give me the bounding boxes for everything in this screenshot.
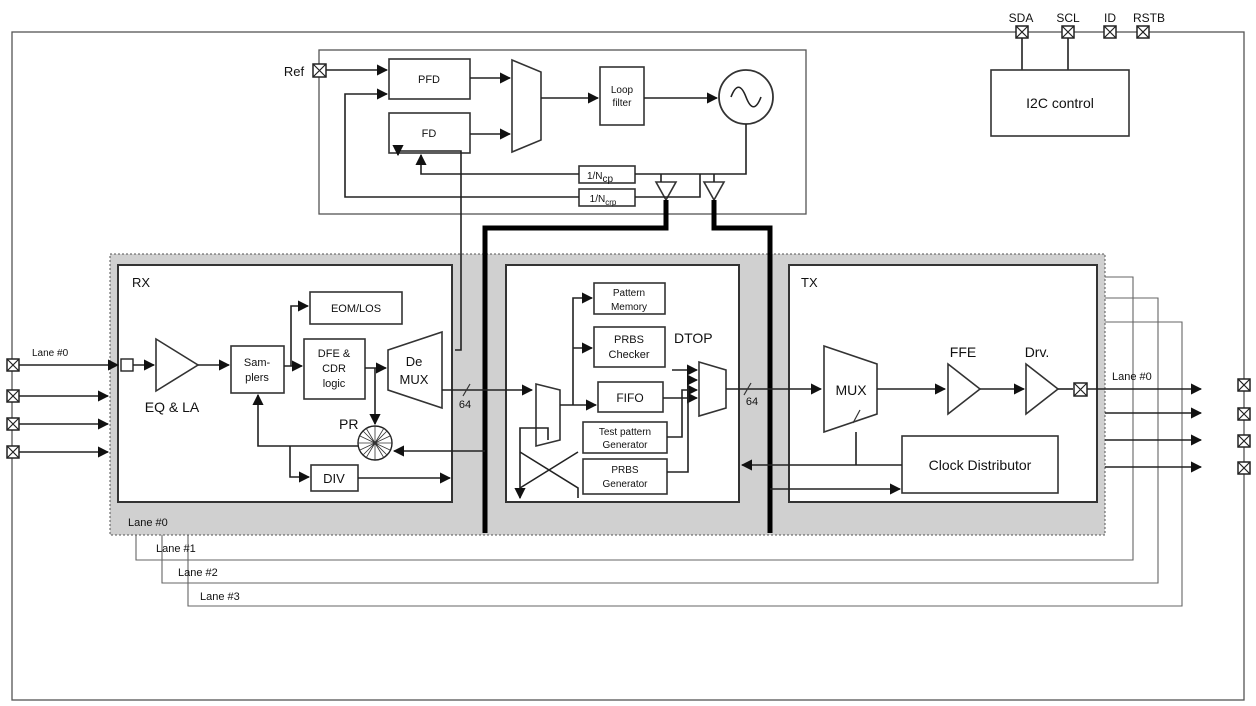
fifo-box bbox=[597, 381, 664, 413]
pin-label-sda: SDA bbox=[1009, 11, 1034, 25]
rx-lane-in-label: Lane #0 bbox=[32, 348, 69, 359]
pfd-box bbox=[388, 58, 471, 100]
clock-bus-right bbox=[711, 200, 773, 533]
dtop-title: DTOP bbox=[674, 330, 713, 346]
prbs-generator-label-2: Generator bbox=[602, 479, 648, 490]
dtop-bus-width: 64 bbox=[746, 396, 758, 408]
rx-input-pins bbox=[6, 358, 120, 459]
pin-label-id: ID bbox=[1104, 11, 1116, 25]
loop-filter-label-1: Loop bbox=[611, 85, 634, 96]
rx-title: RX bbox=[132, 275, 150, 290]
tx-output-pad bbox=[1073, 382, 1088, 397]
prbs-checker-label-1: PRBS bbox=[614, 334, 644, 346]
div-crp-label: 1/Ncrp bbox=[590, 194, 617, 207]
clock-bus-left bbox=[482, 200, 669, 533]
rx-pad bbox=[120, 358, 134, 372]
tx-mux bbox=[823, 344, 878, 434]
eq-la-label: EQ & LA bbox=[145, 399, 200, 415]
test-pattern-box bbox=[582, 421, 668, 454]
prbs-checker-box bbox=[593, 326, 666, 368]
div-label: DIV bbox=[323, 471, 345, 486]
drv-label: Drv. bbox=[1025, 344, 1050, 360]
vco-sine-icon bbox=[730, 86, 762, 108]
pattern-memory-label-2: Memory bbox=[611, 302, 647, 313]
loop-filter-box bbox=[599, 66, 645, 126]
test-pattern-label-2: Generator bbox=[602, 440, 648, 451]
demux-block bbox=[387, 330, 443, 410]
i2c-control-box bbox=[990, 69, 1130, 137]
ffe-label: FFE bbox=[950, 344, 976, 360]
lane-label-2: Lane #2 bbox=[178, 567, 218, 579]
fd-label: FD bbox=[422, 128, 437, 140]
samplers-box bbox=[230, 345, 285, 394]
eom-los-box bbox=[309, 291, 403, 325]
tx-output-lines bbox=[1087, 383, 1203, 473]
lane-label-0: Lane #0 bbox=[128, 517, 168, 529]
dfe-cdr-label-2: CDR bbox=[322, 363, 346, 375]
top-pins bbox=[1015, 25, 1150, 39]
dfe-cdr-box bbox=[303, 338, 366, 400]
tx-lane-out-label: Lane #0 bbox=[1112, 371, 1152, 383]
pll-mux bbox=[511, 58, 542, 154]
pll-wires bbox=[326, 64, 747, 351]
fifo-label: FIFO bbox=[616, 391, 643, 405]
pfd-label: PFD bbox=[418, 74, 440, 86]
clock-distributor-box bbox=[901, 435, 1059, 494]
output-driver bbox=[1025, 362, 1060, 416]
lane-stack bbox=[135, 276, 1183, 607]
dtop-input-mux bbox=[535, 382, 561, 448]
dfe-cdr-label-1: DFE & bbox=[318, 348, 351, 360]
pin-label-scl: SCL bbox=[1056, 11, 1080, 25]
prbs-generator-label-1: PRBS bbox=[611, 465, 639, 476]
clock-buffer-1 bbox=[654, 181, 678, 202]
dfe-cdr-label-3: logic bbox=[323, 378, 346, 390]
div-cp-label: 1/Ncp bbox=[587, 171, 614, 185]
prbs-checker-label-2: Checker bbox=[609, 349, 650, 361]
pin-label-ref: Ref bbox=[284, 64, 305, 79]
tx-title: TX bbox=[801, 275, 818, 290]
loop-filter-label-2: filter bbox=[613, 98, 633, 109]
prbs-generator-box bbox=[582, 458, 668, 495]
demux-label-2: MUX bbox=[400, 372, 429, 387]
i2c-control-label: I2C control bbox=[1026, 95, 1094, 111]
test-pattern-label-1: Test pattern bbox=[599, 427, 651, 438]
tx-clock-wires bbox=[740, 432, 902, 495]
lane-label-3: Lane #3 bbox=[200, 591, 240, 603]
pin-label-rstb: RSTB bbox=[1133, 11, 1165, 25]
samplers-label-2: plers bbox=[245, 372, 269, 384]
pattern-memory-label-1: Pattern bbox=[613, 288, 645, 299]
rx-bus-width: 64 bbox=[459, 399, 471, 411]
samplers-label-1: Sam- bbox=[244, 357, 271, 369]
demux-label-1: De bbox=[406, 354, 423, 369]
pattern-memory-box bbox=[593, 282, 666, 315]
eq-la-amplifier bbox=[155, 337, 200, 393]
dtop-wires bbox=[514, 292, 699, 500]
ffe-driver bbox=[947, 362, 982, 416]
tx-mux-label: MUX bbox=[835, 382, 867, 398]
eom-los-label: EOM/LOS bbox=[331, 303, 381, 315]
ref-pin bbox=[312, 63, 327, 78]
pr-label: PR bbox=[339, 416, 358, 432]
dtop-output-mux bbox=[698, 360, 727, 418]
tx-output-pins bbox=[1237, 378, 1251, 475]
lane-label-1: Lane #1 bbox=[156, 543, 196, 555]
clock-distributor-label: Clock Distributor bbox=[929, 457, 1032, 473]
